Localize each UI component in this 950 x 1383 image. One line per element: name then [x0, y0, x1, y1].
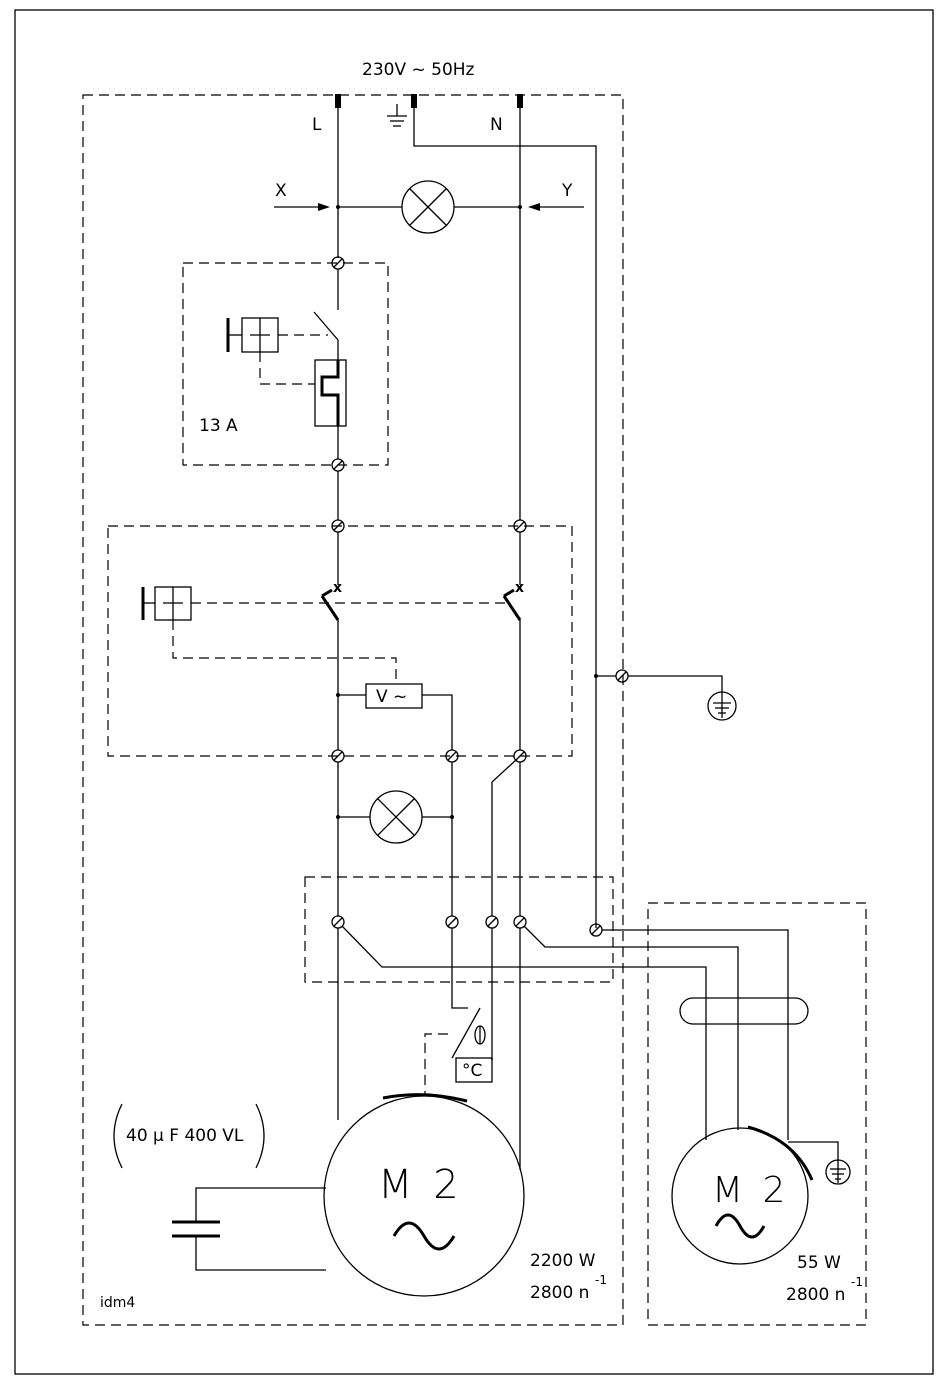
ground-icon: [826, 1160, 850, 1184]
lamp-icon: [370, 791, 422, 843]
thermostat-label: °C: [462, 1061, 482, 1081]
arrow-x: [274, 203, 330, 211]
ac-symbol: [394, 1223, 454, 1249]
neutral-label: N: [490, 115, 503, 135]
svg-text:x: x: [515, 580, 524, 596]
motor-fan-power: 55 W: [797, 1253, 841, 1273]
switch-icon: x: [322, 580, 342, 620]
breaker-switch: [314, 312, 338, 340]
breaker-rating: 13 A: [199, 416, 238, 436]
switch-icon: x: [504, 580, 524, 620]
ground-icon: [708, 692, 736, 720]
motor-main-speed-exp: -1: [595, 1273, 607, 1287]
supply-label: 230V ~ 50Hz: [362, 60, 475, 80]
neutral-terminal: [517, 94, 523, 108]
main-switch-box: [108, 526, 572, 756]
arrow-y: [528, 203, 584, 211]
motor-fan-label: M 2: [712, 1170, 789, 1211]
terminal-icon: [446, 916, 458, 928]
outer-frame: [15, 10, 933, 1374]
capacitor-icon: [172, 1188, 326, 1270]
motor-main-label: M 2: [378, 1162, 463, 1208]
motor-fan-speed: 2800 n: [786, 1285, 845, 1305]
arrow-y-label: Y: [561, 181, 573, 201]
drawing-id: idm4: [100, 1295, 135, 1311]
terminal-icon: [486, 916, 498, 928]
motor-main-speed: 2800 n: [530, 1283, 589, 1303]
svg-text:x: x: [333, 580, 342, 596]
cable-clamp: [680, 998, 808, 1024]
motor-fan-speed-exp: -1: [851, 1275, 863, 1289]
ac-symbol: [716, 1215, 764, 1237]
capacitor-label: 40 µ F 400 VL: [126, 1126, 244, 1146]
earth-terminal: [411, 94, 417, 108]
thermal-element: [315, 360, 346, 426]
terminal-strip: [305, 877, 613, 982]
line-terminal: [335, 94, 341, 108]
lamp-icon: [402, 181, 454, 233]
line-label: L: [312, 115, 322, 135]
ground-icon: [387, 104, 407, 126]
motor-main-power: 2200 W: [530, 1251, 596, 1271]
terminal-icon: [616, 670, 628, 682]
arrow-x-label: X: [275, 181, 287, 201]
voltage-relay-label: V ~: [376, 687, 407, 707]
